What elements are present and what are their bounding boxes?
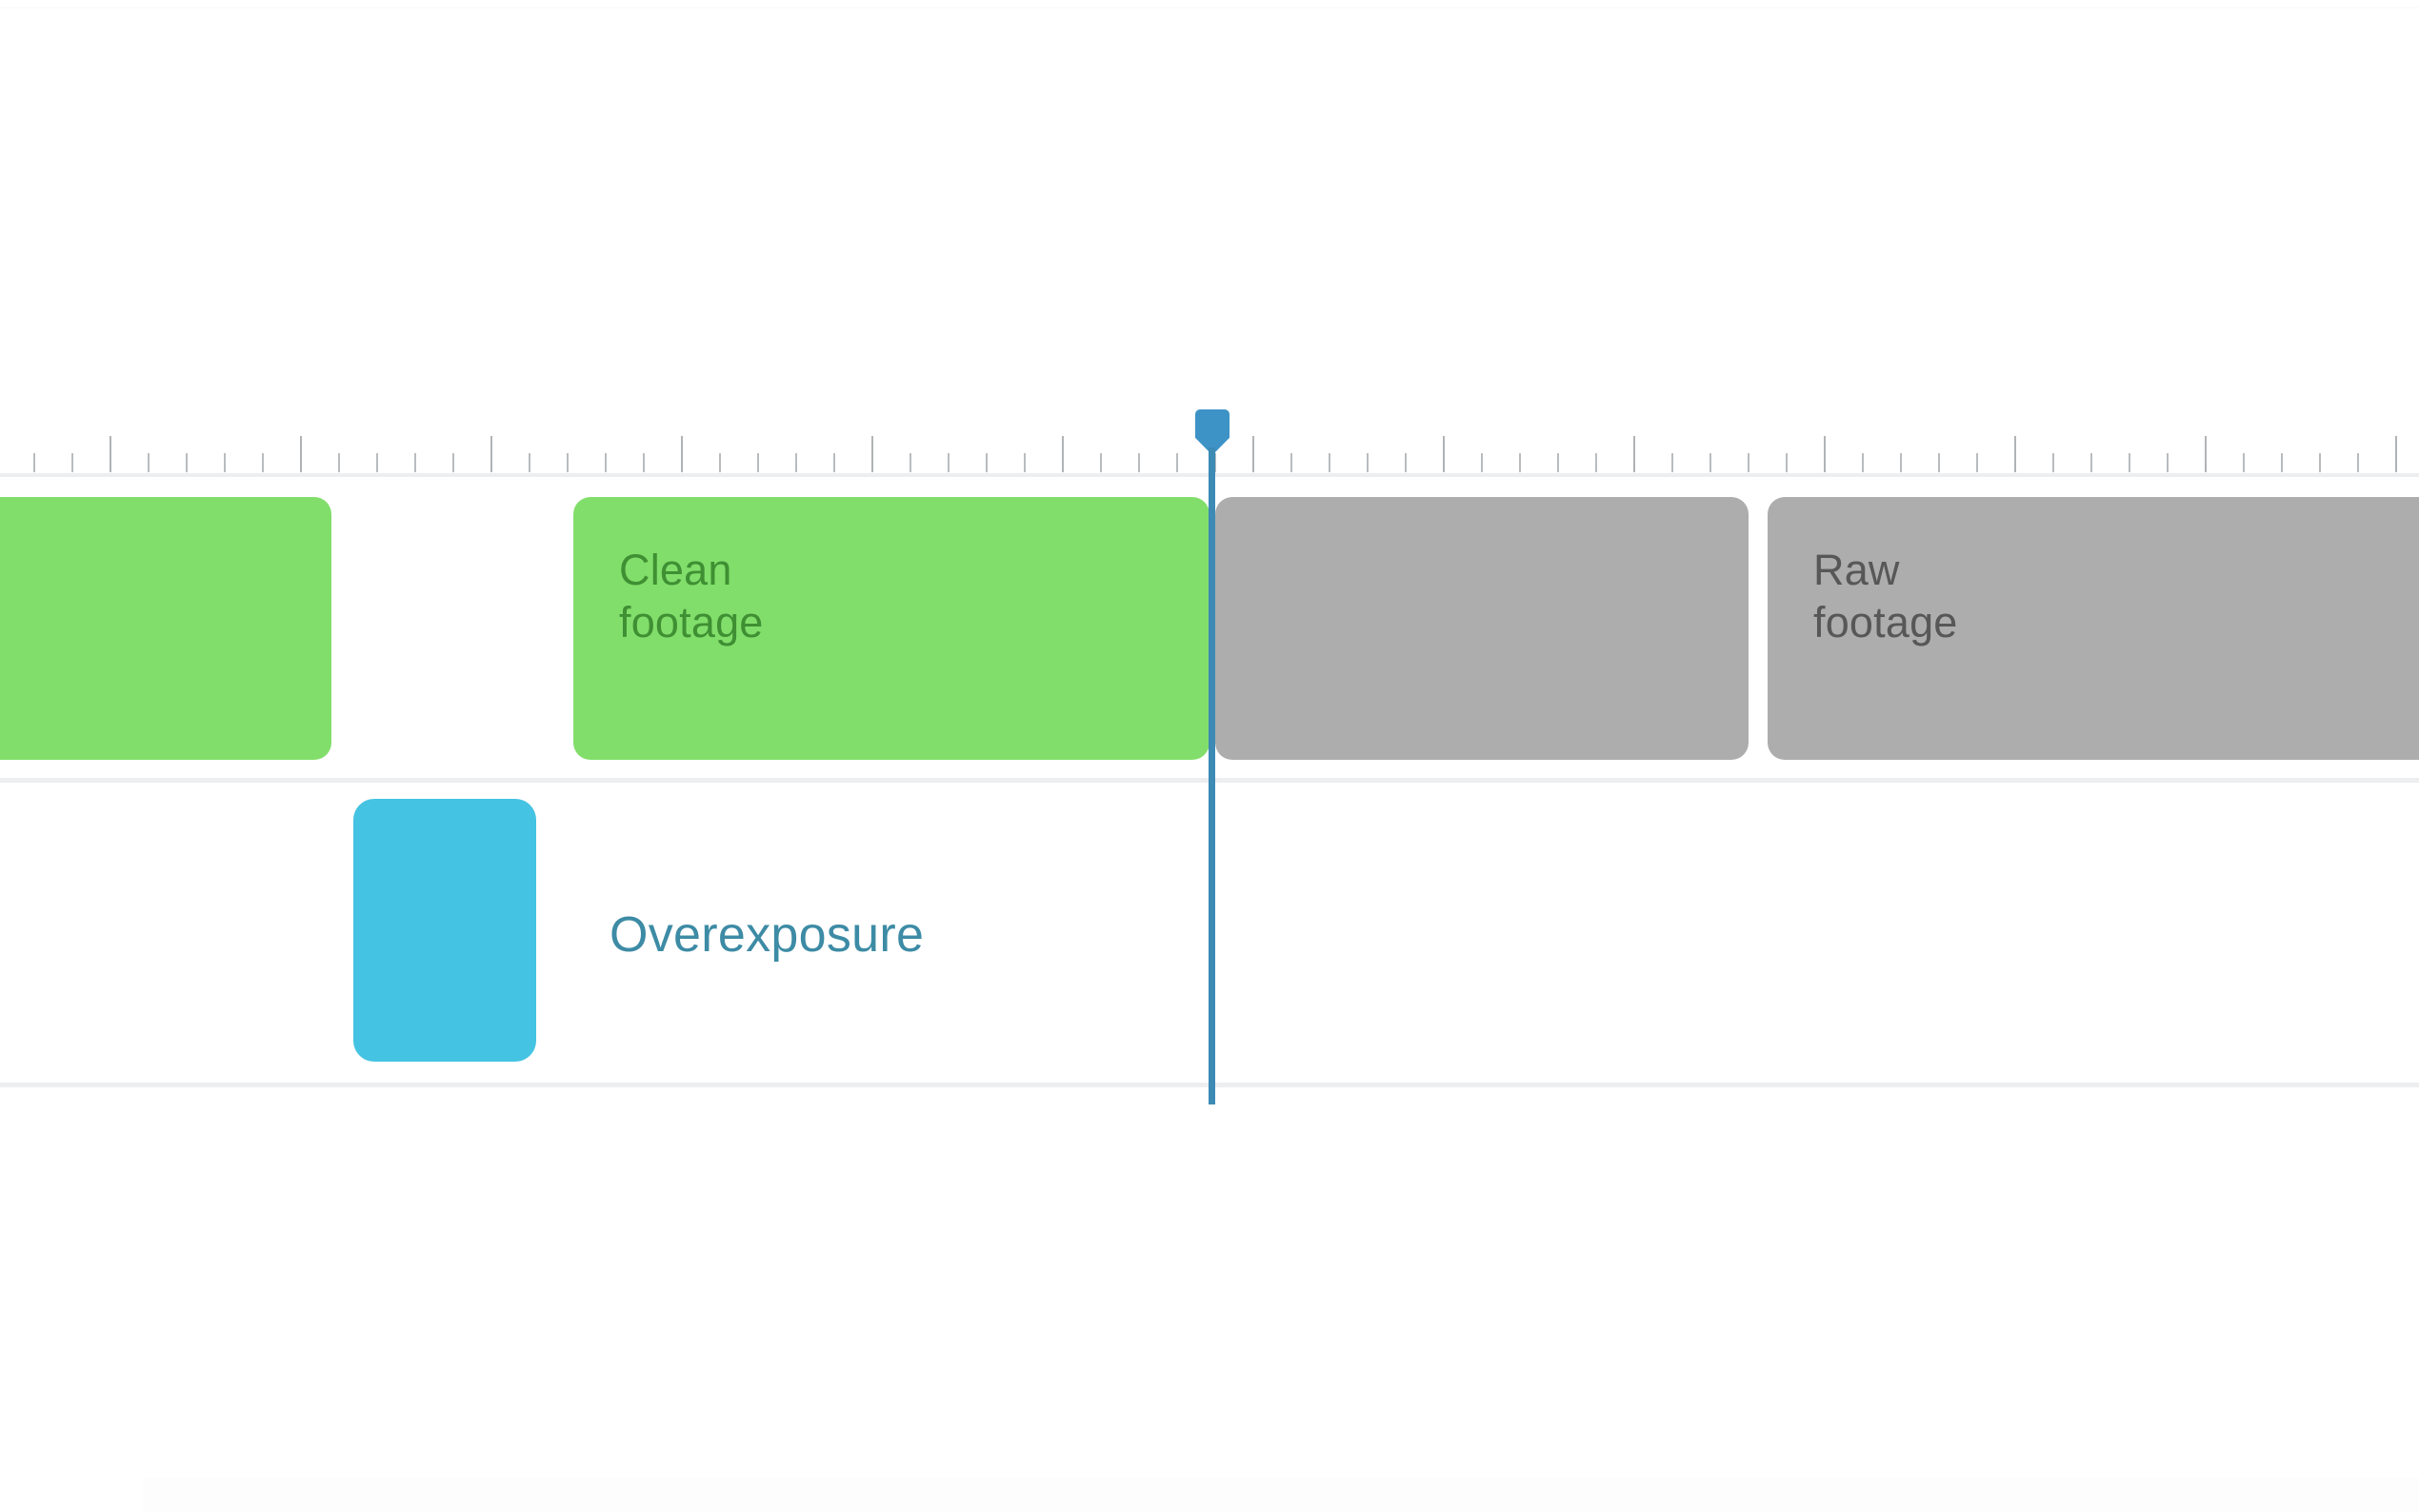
ruler-tick-minor bbox=[1976, 453, 1978, 472]
ruler-tick-minor bbox=[1138, 453, 1140, 472]
ruler-tick-minor bbox=[948, 453, 950, 472]
ruler-tick-minor bbox=[2281, 453, 2283, 472]
ruler-tick-minor bbox=[33, 453, 35, 472]
ruler-tick-major bbox=[681, 436, 683, 472]
ruler-tick-minor bbox=[1595, 453, 1597, 472]
timeline-clip-overexposure[interactable] bbox=[353, 799, 536, 1062]
timeline-clip-clean-footage[interactable]: Clean footage bbox=[573, 497, 1210, 760]
top-hairline bbox=[0, 7, 2419, 9]
effect-label: Overexposure bbox=[610, 907, 925, 963]
ruler-tick-minor bbox=[1481, 453, 1483, 472]
ruler-tick-minor bbox=[2167, 453, 2169, 472]
ruler-tick-minor bbox=[795, 453, 797, 472]
ruler-tick-minor bbox=[2129, 453, 2130, 472]
bottom-panel-edge bbox=[143, 1478, 2419, 1512]
ruler-tick-minor bbox=[2052, 453, 2054, 472]
ruler-tick-minor bbox=[186, 453, 188, 472]
ruler-tick-minor bbox=[376, 453, 378, 472]
ruler-tick-minor bbox=[1519, 453, 1521, 472]
ruler-tick-major bbox=[300, 436, 302, 472]
ruler-tick-minor bbox=[1176, 453, 1178, 472]
ruler-tick-minor bbox=[452, 453, 454, 472]
clip-label: Raw footage bbox=[1813, 546, 1958, 647]
ruler-tick-minor bbox=[986, 453, 988, 472]
ruler-tick-minor bbox=[567, 453, 569, 472]
ruler-tick-minor bbox=[1290, 453, 1292, 472]
ruler-tick-minor bbox=[1329, 453, 1330, 472]
ruler-tick-minor bbox=[1100, 453, 1102, 472]
ruler-tick-minor bbox=[1214, 453, 1216, 472]
ruler-tick-minor bbox=[1367, 453, 1369, 472]
ruler-tick-minor bbox=[1557, 453, 1559, 472]
ruler-tick-minor bbox=[2243, 453, 2245, 472]
playhead-line[interactable] bbox=[1209, 448, 1215, 1104]
ruler-tick-minor bbox=[1938, 453, 1940, 472]
ruler-tick-minor bbox=[414, 453, 416, 472]
ruler-tick-minor bbox=[2090, 453, 2092, 472]
ruler-tick-major bbox=[110, 436, 111, 472]
ruler-tick-major bbox=[490, 436, 492, 472]
ruler-tick-minor bbox=[1405, 453, 1407, 472]
timeline-clip-grey[interactable] bbox=[1215, 497, 1749, 760]
clip-label: Clean footage bbox=[619, 546, 764, 647]
ruler-tick-minor bbox=[1024, 453, 1026, 472]
ruler-tick-minor bbox=[1900, 453, 1902, 472]
ruler-tick-minor bbox=[1671, 453, 1673, 472]
ruler-tick-minor bbox=[262, 453, 264, 472]
ruler-tick-minor bbox=[71, 453, 73, 472]
ruler-tick-minor bbox=[1709, 453, 1711, 472]
ruler-tick-minor bbox=[605, 453, 607, 472]
timeline-clip-green[interactable] bbox=[0, 497, 331, 760]
ruler-tick-minor bbox=[1748, 453, 1749, 472]
ruler-tick-minor bbox=[757, 453, 759, 472]
ruler-tick-minor bbox=[148, 453, 150, 472]
ruler-tick-major bbox=[2205, 436, 2207, 472]
ruler-tick-major bbox=[2395, 436, 2397, 472]
ruler-tick-major bbox=[1633, 436, 1635, 472]
ruler-tick-major bbox=[1443, 436, 1445, 472]
ruler-tick-major bbox=[1252, 436, 1254, 472]
ruler-tick-major bbox=[2014, 436, 2016, 472]
ruler-tick-minor bbox=[2357, 453, 2359, 472]
ruler-tick-major bbox=[1824, 436, 1826, 472]
ruler-tick-minor bbox=[643, 453, 645, 472]
ruler-tick-minor bbox=[833, 453, 835, 472]
ruler-tick-minor bbox=[1862, 453, 1864, 472]
ruler-tick-minor bbox=[1786, 453, 1788, 472]
timeline-clip-raw-footage[interactable]: Raw footage bbox=[1768, 497, 2419, 760]
ruler-tick-minor bbox=[338, 453, 340, 472]
ruler-tick-major bbox=[1062, 436, 1064, 472]
ruler-tick-minor bbox=[2319, 453, 2321, 472]
ruler-tick-minor bbox=[224, 453, 226, 472]
ruler-tick-minor bbox=[719, 453, 721, 472]
ruler-tick-major bbox=[871, 436, 873, 472]
ruler-tick-minor bbox=[910, 453, 911, 472]
ruler-tick-minor bbox=[529, 453, 530, 472]
